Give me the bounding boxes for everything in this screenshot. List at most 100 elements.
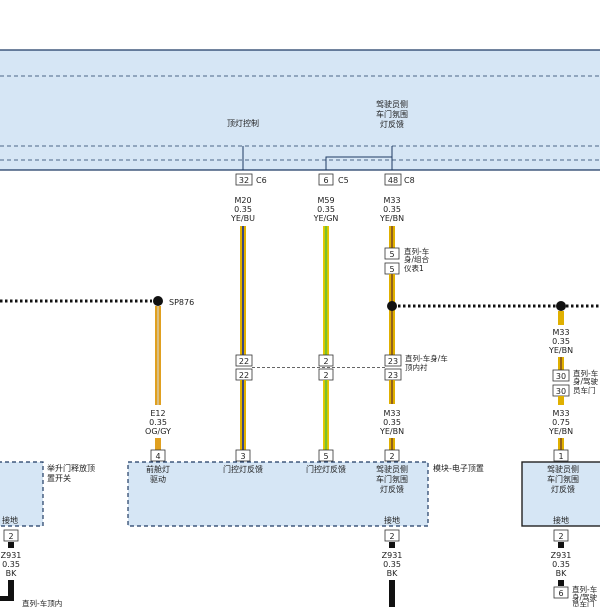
pin-number: 2 bbox=[323, 357, 328, 366]
wire-color: YE/BN bbox=[548, 427, 573, 436]
module-overhead-box bbox=[127, 461, 429, 527]
wire-gauge: 0.35 bbox=[383, 205, 401, 214]
pin-box bbox=[235, 173, 253, 186]
wire-color: BK bbox=[387, 569, 398, 578]
wire-gauge: 0.35 bbox=[149, 418, 167, 427]
inline-label: 员车门 bbox=[572, 599, 595, 607]
pin-number: 2 bbox=[389, 532, 394, 541]
pin-number: 22 bbox=[239, 371, 249, 380]
wire-code: M33 bbox=[383, 196, 400, 205]
wire-m33-right: M33 0.35 YE/BN 30 直列-车 身/驾驶 员车门 30 M33 0… bbox=[548, 311, 599, 462]
wire-color: YE/BN bbox=[548, 346, 573, 355]
label-driver-door-amb: 灯反馈 bbox=[380, 119, 404, 129]
splice-label: SP876 bbox=[169, 298, 194, 307]
module-title: 模块-电子顶置 bbox=[433, 463, 484, 473]
module-liftgate-switch: 举升门释放顶 置开关 接地 2 Z931 0.35 BK 直列-车顶内 bbox=[0, 461, 95, 607]
ground-label: 接地 bbox=[553, 515, 569, 525]
inline-label: 仪表1 bbox=[404, 263, 424, 273]
label-driver-door-amb: 驾驶员侧 bbox=[376, 99, 408, 109]
pin-box bbox=[318, 173, 334, 186]
module-label: 驾驶员侧 bbox=[547, 464, 579, 474]
pin-number: 30 bbox=[556, 387, 566, 396]
module-liftgate-box bbox=[0, 461, 44, 527]
wire-segment bbox=[389, 580, 395, 607]
wire-e12: E12 0.35 OG/GY 4 bbox=[145, 306, 171, 462]
pin-box bbox=[150, 449, 166, 462]
wire-gauge: 0.35 bbox=[552, 560, 570, 569]
pin-box bbox=[318, 449, 334, 462]
pin-box bbox=[384, 247, 400, 260]
wire-color: BK bbox=[6, 569, 17, 578]
module-overhead: 模块-电子顶置 前舱灯 驱动 门控灯反馈 门控灯反馈 驾驶员侧 车门氛围 灯反馈… bbox=[127, 461, 484, 527]
wire-color: YE/BN bbox=[379, 427, 404, 436]
pin-number: 22 bbox=[239, 357, 249, 366]
pin-box bbox=[552, 369, 570, 382]
pin-box bbox=[384, 354, 402, 367]
pin-number: 30 bbox=[556, 372, 566, 381]
wire-code: Z931 bbox=[1, 551, 22, 560]
wire-gauge: 0.35 bbox=[317, 205, 335, 214]
wire-segment bbox=[0, 596, 14, 601]
top-module-fill bbox=[0, 50, 600, 170]
inline-label: 直列-车 bbox=[572, 584, 598, 594]
wire-m59: 6 C5 M59 0.35 YE/GN 2 2 5 bbox=[313, 173, 349, 462]
wire-code: E12 bbox=[150, 409, 165, 418]
splice-dot bbox=[387, 301, 397, 311]
wire-segment bbox=[8, 542, 14, 548]
wire-segment bbox=[389, 542, 395, 548]
inline-label: 顶内衬 bbox=[405, 362, 428, 372]
wire-code: M20 bbox=[234, 196, 251, 205]
connector-label: C5 bbox=[338, 176, 349, 185]
pin-label: 前舱灯 bbox=[146, 464, 170, 474]
internal-line bbox=[325, 146, 393, 170]
wire-code: Z931 bbox=[382, 551, 403, 560]
pin-number: 5 bbox=[389, 265, 394, 274]
splice-dot-sp876 bbox=[153, 296, 163, 306]
pin-number: 2 bbox=[8, 532, 13, 541]
wire-color: BK bbox=[556, 569, 567, 578]
inline-label: 直列-车身/车 bbox=[405, 353, 448, 363]
module-label: 置开关 bbox=[47, 473, 71, 483]
wire-gauge: 0.35 bbox=[552, 337, 570, 346]
pin-box bbox=[384, 449, 400, 462]
pin-number: 6 bbox=[558, 589, 563, 598]
pin-label: 门控灯反馈 bbox=[223, 464, 263, 474]
wire-segment bbox=[558, 542, 564, 548]
module-driver-door: 驾驶员侧 车门氛围 灯反馈 接地 2 Z931 0.35 BK 6 直列-车 身… bbox=[521, 461, 600, 607]
wire-gauge: 0.35 bbox=[234, 205, 252, 214]
pin-box bbox=[384, 529, 400, 542]
module-label: 举升门释放顶 bbox=[47, 463, 95, 473]
wire-code: M33 bbox=[383, 409, 400, 418]
pin-box bbox=[3, 529, 19, 542]
ground-label: 接地 bbox=[2, 515, 18, 525]
module-driver-door-box bbox=[521, 461, 600, 527]
pin-box bbox=[235, 449, 251, 462]
wire-color: YE/BN bbox=[379, 214, 404, 223]
pin-number: 32 bbox=[239, 176, 249, 185]
pin-number: 4 bbox=[155, 452, 160, 461]
pin-box bbox=[318, 354, 334, 367]
pin-label: 驾驶员侧 bbox=[376, 464, 408, 474]
inline-label: 身/组合 bbox=[404, 254, 430, 264]
module-label: 灯反馈 bbox=[551, 484, 575, 494]
wire-segment bbox=[8, 580, 14, 597]
inline-label: 员车门 bbox=[573, 385, 596, 395]
ground-overhead: 2 Z931 0.35 BK bbox=[382, 529, 403, 607]
wire-code: M59 bbox=[317, 196, 334, 205]
pin-number: 2 bbox=[558, 532, 563, 541]
label-dome-control: 顶灯控制 bbox=[227, 118, 259, 128]
pin-label: 灯反馈 bbox=[380, 484, 404, 494]
inline-label: 直列-车 bbox=[573, 368, 599, 378]
pin-box bbox=[553, 449, 569, 462]
pin-number: 1 bbox=[558, 452, 563, 461]
pin-box bbox=[553, 529, 569, 542]
ground-label: 接地 bbox=[384, 515, 400, 525]
pin-number: 2 bbox=[389, 452, 394, 461]
pin-number: 23 bbox=[388, 357, 398, 366]
pin-label: 驱动 bbox=[150, 474, 166, 484]
wire-gauge: 0.35 bbox=[2, 560, 20, 569]
inline-label: 直列-车 bbox=[404, 246, 430, 256]
pin-number: 2 bbox=[323, 371, 328, 380]
inline-label: 直列-车顶内 bbox=[22, 598, 62, 607]
